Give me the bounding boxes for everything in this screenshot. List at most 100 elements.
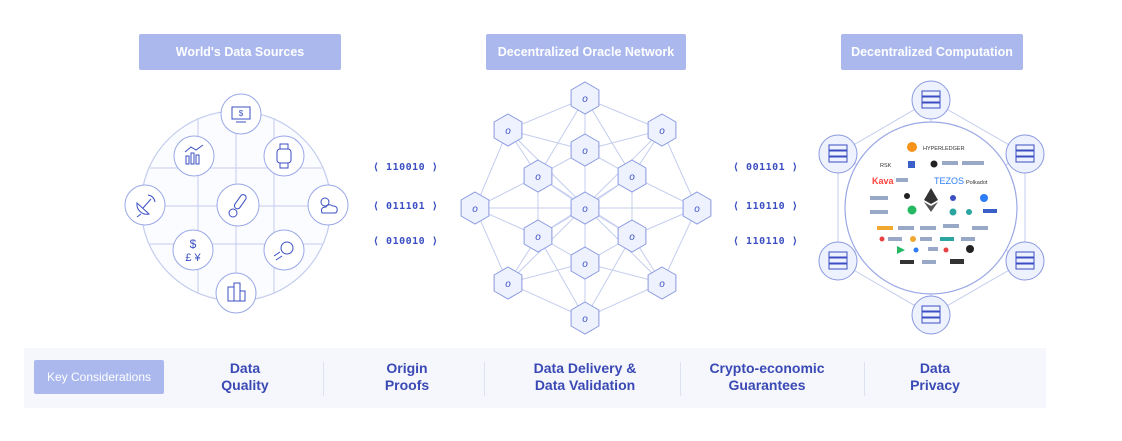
logo-mark	[950, 195, 956, 201]
oracle-node	[647, 113, 677, 147]
logo-mark	[907, 205, 917, 215]
logo-mark	[888, 237, 902, 241]
header-world-data-sources: World's Data Sources	[139, 34, 341, 70]
consideration-line: Data Delivery &	[533, 360, 637, 376]
weather-icon	[307, 184, 349, 226]
logo-mark	[980, 194, 988, 202]
polkadot-logo: Polkadot	[966, 180, 988, 186]
building-icon	[215, 272, 257, 314]
oracle-node	[570, 133, 600, 167]
oracle-node	[570, 81, 600, 115]
ethereum-logo	[924, 202, 938, 212]
consideration-data-quality: Data Quality	[190, 360, 300, 394]
logo-mark	[949, 208, 957, 216]
logo-mark	[877, 226, 893, 230]
bitcoin-logo	[907, 142, 917, 152]
server-icon	[1005, 134, 1045, 174]
consideration-line: Origin	[386, 360, 428, 376]
logo-mark	[904, 193, 910, 199]
logo-mark	[913, 247, 919, 253]
logo-mark	[966, 245, 974, 253]
hyperledger-logo: HYPERLEDGER	[923, 146, 965, 152]
logo-mark	[966, 209, 972, 215]
oracle-node	[647, 266, 677, 300]
currency-top-glyph: $	[190, 237, 197, 251]
logo-mark	[928, 247, 938, 251]
oracle-node	[493, 266, 523, 300]
server-icon	[818, 241, 858, 281]
oracle-node	[570, 246, 600, 280]
logo-mark	[943, 224, 959, 228]
consideration-line: Crypto-economic	[709, 360, 825, 376]
currency-icon: $ £ ¥	[172, 229, 214, 271]
logo-mark	[942, 161, 958, 165]
consideration-data-privacy: Data Privacy	[880, 360, 990, 394]
consideration-line: Data Validation	[534, 377, 636, 393]
oracle-node	[617, 219, 647, 253]
rsk-logo: RSK	[880, 163, 892, 169]
thermometer-icon	[216, 183, 260, 227]
oracle-node	[570, 301, 600, 335]
oracle-node	[617, 159, 647, 193]
oracle-node	[460, 191, 490, 225]
oracle-node	[493, 113, 523, 147]
server-icon	[1005, 241, 1045, 281]
logo-mark	[879, 236, 885, 242]
ethereum-logo	[924, 188, 938, 204]
data-stream-left-3: ⟨ 010010 ⟩	[373, 236, 439, 247]
consideration-line: Data	[919, 360, 951, 376]
key-considerations-label: Key Considerations	[34, 360, 164, 394]
oracle-node	[523, 219, 553, 253]
logo-mark	[870, 210, 888, 214]
divider	[484, 362, 485, 396]
consideration-line: Quality	[221, 377, 269, 393]
logo-mark	[972, 226, 988, 230]
smartwatch-icon	[263, 135, 305, 177]
data-stream-right-1: ⟨ 001101 ⟩	[733, 162, 799, 173]
logo-mark	[920, 237, 932, 241]
satellite-dish-icon	[124, 184, 166, 226]
server-icon	[818, 134, 858, 174]
logo-mark	[930, 160, 938, 168]
logo-mark	[896, 178, 908, 182]
divider	[680, 362, 681, 396]
logo-mark	[870, 196, 888, 200]
divider	[864, 362, 865, 396]
header-decentralized-computation: Decentralized Computation	[841, 34, 1023, 70]
logo-mark	[922, 260, 936, 264]
consideration-crypto-economic: Crypto-economic Guarantees	[692, 360, 842, 394]
currency-bottom-glyph: £ ¥	[185, 252, 201, 264]
data-stream-right-2: ⟨ 110110 ⟩	[733, 201, 799, 212]
logo-mark	[950, 259, 964, 264]
blockchain-logos: HYPERLEDGER RSK Kava TEZOS Polkadot	[870, 142, 997, 264]
oracle-node	[682, 191, 712, 225]
data-stream-left-2: ⟨ 011101 ⟩	[373, 201, 439, 212]
kava-logo: Kava	[872, 176, 895, 186]
consideration-line: Privacy	[910, 377, 960, 393]
logo-mark	[943, 247, 949, 253]
logo-mark	[962, 161, 984, 165]
logo-mark	[983, 209, 997, 213]
logo-mark	[908, 161, 915, 168]
server-icon	[911, 295, 951, 335]
consideration-data-delivery: Data Delivery & Data Validation	[510, 360, 660, 394]
consideration-line: Data	[229, 360, 261, 376]
header-oracle-network: Decentralized Oracle Network	[486, 34, 686, 70]
divider	[323, 362, 324, 396]
consideration-line: Proofs	[384, 377, 430, 393]
logo-mark	[910, 236, 916, 242]
logo-mark	[898, 226, 914, 230]
data-stream-left-1: ⟨ 110010 ⟩	[373, 162, 439, 173]
consideration-line: Guarantees	[728, 377, 806, 393]
svg-text:$: $	[239, 109, 244, 118]
key-considerations-bar	[24, 348, 1046, 408]
tezos-logo: TEZOS	[934, 176, 964, 186]
logo-mark	[900, 260, 914, 264]
logo-mark	[940, 237, 954, 241]
ball-icon	[263, 229, 305, 271]
logo-mark	[961, 237, 975, 241]
logo-mark	[897, 246, 905, 254]
data-stream-right-3: ⟨ 110110 ⟩	[733, 236, 799, 247]
server-icon	[911, 80, 951, 120]
